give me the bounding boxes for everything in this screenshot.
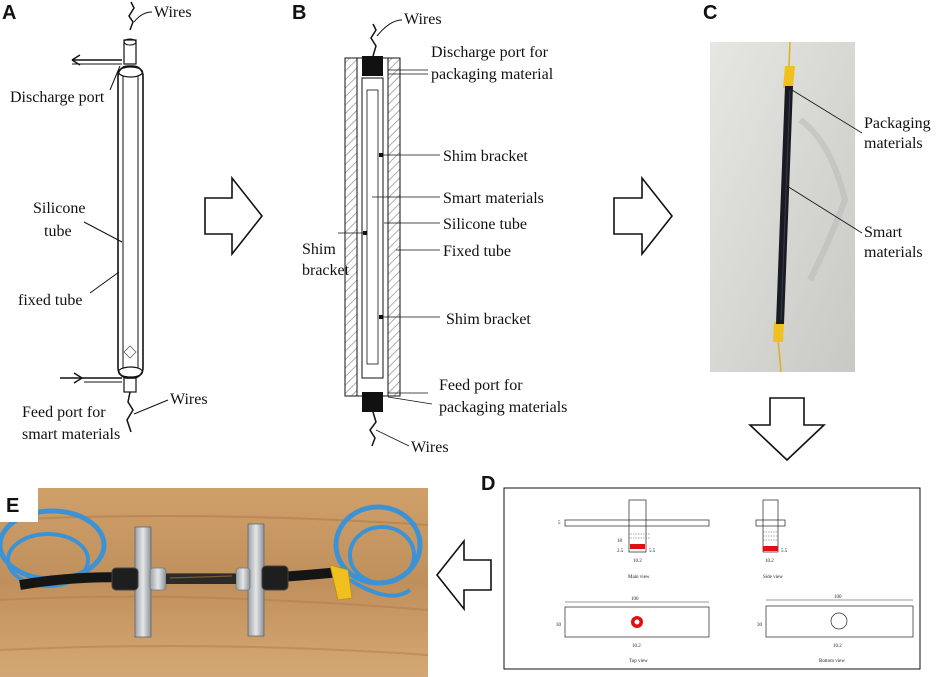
smart-materials-label-b: Smart materials [443,190,544,207]
panel-d-letter: D [481,473,495,495]
shim-bracket-bottom-label: Shim bracket [446,311,531,328]
dim-10-2-bottom: 10.2 [833,644,842,649]
fixed-tube-a [117,65,144,379]
yellow-tape-top [783,66,795,88]
fixed-tube-wall-left [344,57,358,397]
hole-bottom [830,612,848,630]
panel-c-letter: C [703,2,717,24]
side-view-caption: Side view [763,575,783,580]
dim-2-5: 2.5 [617,549,624,554]
bottom-view: 100 30 10.2 Bottom view [757,595,914,664]
smart-label-1: Smart [864,224,903,241]
yellow-tape-bottom [773,322,784,342]
wire-top-a [128,1,135,31]
red-section-main [630,544,645,549]
top-view: 100 30 10.2 Top view [556,597,710,664]
wires-top-label-a: Wires [154,4,192,21]
yellow-tape-e [329,564,353,601]
silicone-label-2: tube [44,223,72,240]
shim-bracket-left-label-2: bracket [302,262,350,279]
panel-a: A Wires Discharge port Silicone tube fix… [2,1,208,443]
panel-d: D 18 2.5 5 5.5 10.2 Main view 5.5 10.2 [481,473,921,670]
dim-30-top: 30 [556,623,562,628]
red-section-side [763,546,778,551]
plug-bottom [362,392,383,412]
arrow-b-to-c [613,175,674,257]
dim-5-5-main: 5.5 [649,549,656,554]
dim-18: 18 [617,539,623,544]
fixed-tube-label-b: Fixed tube [443,243,511,260]
shim-bracket-left-label-1: Shim [302,241,336,258]
panel-e-letter: E [6,495,19,517]
feed-port-label-b2: packaging materials [439,399,567,416]
packaging-rod [776,86,793,324]
silicone-tube-label-b: Silicone tube [443,216,527,233]
discharge-port-label-b2: packaging material [431,66,554,83]
dim-100-top: 100 [631,597,639,602]
wires-bottom-label-b: Wires [411,439,449,456]
bottom-view-caption: Bottom view [819,659,845,664]
dim-10-2-top: 10.2 [632,644,641,649]
dim-10-2-side: 10.2 [765,559,774,564]
arrow-c-to-d [747,397,827,462]
arrow-a-to-b [204,175,264,257]
panel-c: C Packaging materials Smart materials [703,2,931,373]
smart-label-2: materials [864,244,923,261]
fixed-tube-label-a: fixed tube [18,292,82,309]
packaging-label-2: materials [864,135,923,152]
shim-bracket-top-label: Shim bracket [443,148,528,165]
dim-5: 5 [558,521,561,526]
smart-materials-b [366,89,379,365]
panel-b-letter: B [292,2,306,24]
arrow-d-to-e [435,538,492,612]
wires-top-label-b: Wires [404,11,442,28]
panel-a-letter: A [2,2,16,24]
side-view: 5.5 10.2 Side view [755,499,788,580]
dim-100-bottom: 100 [834,595,842,600]
dim-5-5-side: 5.5 [781,549,788,554]
feed-port-label-2: smart materials [22,426,120,443]
sample-rod [166,574,236,584]
dim-10-2-main: 10.2 [633,559,642,564]
panel-b: B Wires Discharge port for packaging mat… [292,2,567,456]
discharge-port-label-b1: Discharge port for [431,44,549,61]
panel-e: E [0,488,429,677]
plug-top [362,56,383,76]
drawing-frame [503,487,921,670]
silicone-label-1: Silicone [33,200,85,217]
feed-port-label-b1: Feed port for [439,377,523,394]
wires-bottom-label-a: Wires [170,391,208,408]
main-view-caption: Main view [628,575,650,580]
main-view: 18 2.5 5 5.5 10.2 Main view [558,499,710,580]
feed-port-label-1: Feed port for [22,404,106,421]
top-view-caption: Top view [629,659,648,664]
packaging-label-1: Packaging [864,115,931,132]
discharge-port-label: Discharge port [10,89,105,106]
fixed-tube-wall-right [387,57,401,397]
wire-bottom-a [126,391,134,433]
dim-30-bottom: 30 [757,623,763,628]
